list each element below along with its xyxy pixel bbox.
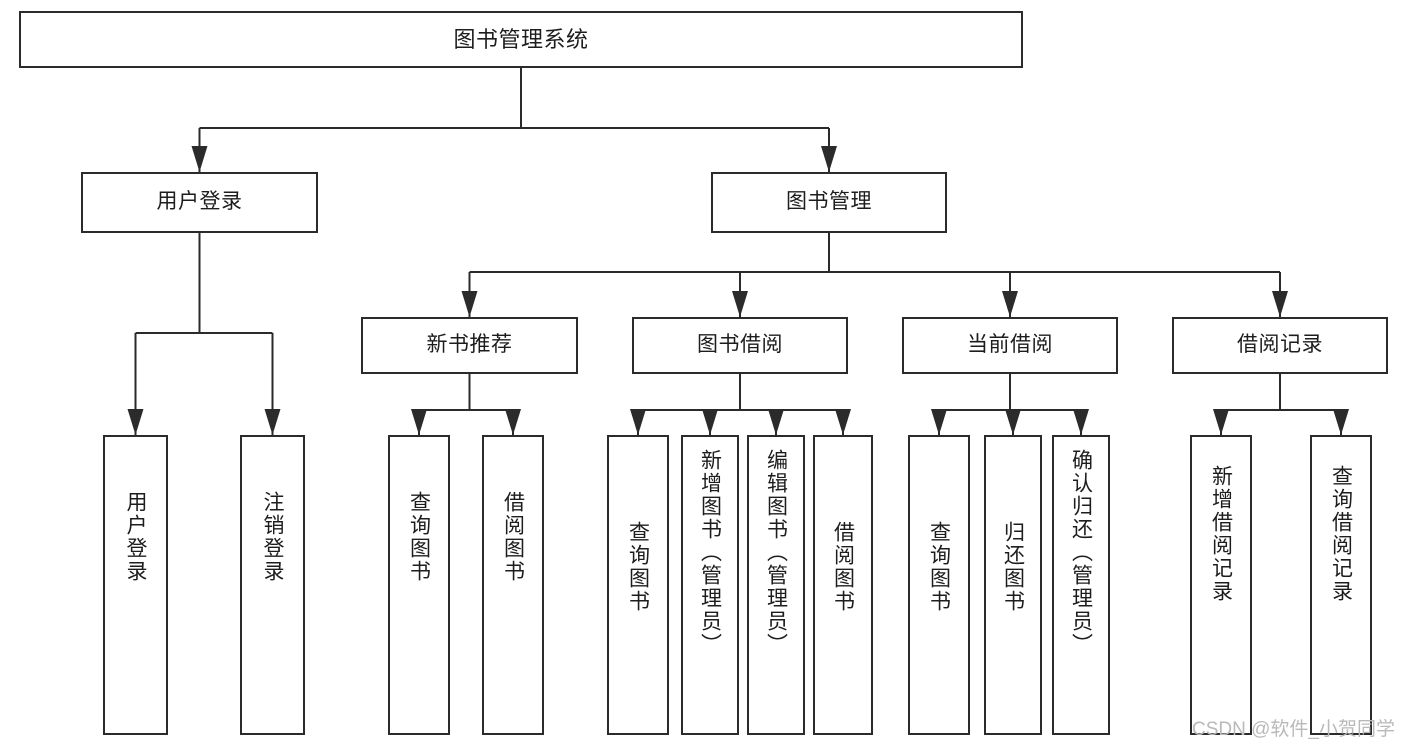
node-label: 图书管理系统 [453, 26, 589, 52]
node-new-book-rec[interactable]: 新书推荐 [361, 317, 578, 374]
node-label: 查询借阅记录 [1329, 465, 1353, 603]
node-leaf-return-book[interactable]: 归还图书 [984, 435, 1042, 735]
node-label: 借阅图书 [831, 521, 855, 613]
node-leaf-user-login[interactable]: 用户登录 [103, 435, 168, 735]
node-leaf-query-record[interactable]: 查询借阅记录 [1310, 435, 1372, 735]
node-root[interactable]: 图书管理系统 [19, 11, 1023, 68]
node-leaf-borrow-book-2[interactable]: 借阅图书 [813, 435, 873, 735]
node-label: 图书管理 [786, 190, 872, 214]
node-label: 注销登录 [261, 491, 284, 583]
node-leaf-confirm-return[interactable]: 确认归还（管理员） [1052, 435, 1110, 735]
node-user-login[interactable]: 用户登录 [81, 172, 318, 233]
node-leaf-edit-book[interactable]: 编辑图书（管理员） [747, 435, 805, 735]
node-label: 借阅记录 [1237, 333, 1323, 357]
node-label: 查询图书 [407, 491, 431, 583]
node-current-borrow[interactable]: 当前借阅 [902, 317, 1118, 374]
node-leaf-borrow-book-1[interactable]: 借阅图书 [482, 435, 544, 735]
node-label: 用户登录 [156, 190, 243, 214]
node-label: 借阅图书 [501, 491, 525, 583]
node-label: 新增借阅记录 [1209, 465, 1233, 603]
node-label: 新增图书（管理员） [698, 449, 722, 656]
node-leaf-add-record[interactable]: 新增借阅记录 [1190, 435, 1252, 735]
node-label: 用户登录 [124, 491, 147, 583]
node-label: 新书推荐 [426, 333, 513, 357]
node-label: 确认归还（管理员） [1069, 449, 1093, 656]
node-borrow-record[interactable]: 借阅记录 [1172, 317, 1388, 374]
node-label: 查询图书 [927, 521, 951, 613]
node-label: 图书借阅 [697, 333, 783, 357]
node-leaf-query-book-1[interactable]: 查询图书 [388, 435, 450, 735]
node-book-manage[interactable]: 图书管理 [711, 172, 947, 233]
node-label: 编辑图书（管理员） [764, 449, 788, 656]
node-label: 归还图书 [1001, 521, 1025, 613]
node-leaf-query-book-2[interactable]: 查询图书 [607, 435, 669, 735]
node-label: 当前借阅 [967, 333, 1053, 357]
watermark: CSDN @软件_小贺同学 [1192, 719, 1395, 740]
node-book-borrow[interactable]: 图书借阅 [632, 317, 848, 374]
node-leaf-user-logout[interactable]: 注销登录 [240, 435, 305, 735]
node-leaf-add-book[interactable]: 新增图书（管理员） [681, 435, 739, 735]
node-label: 查询图书 [626, 521, 650, 613]
node-leaf-query-book-3[interactable]: 查询图书 [908, 435, 970, 735]
